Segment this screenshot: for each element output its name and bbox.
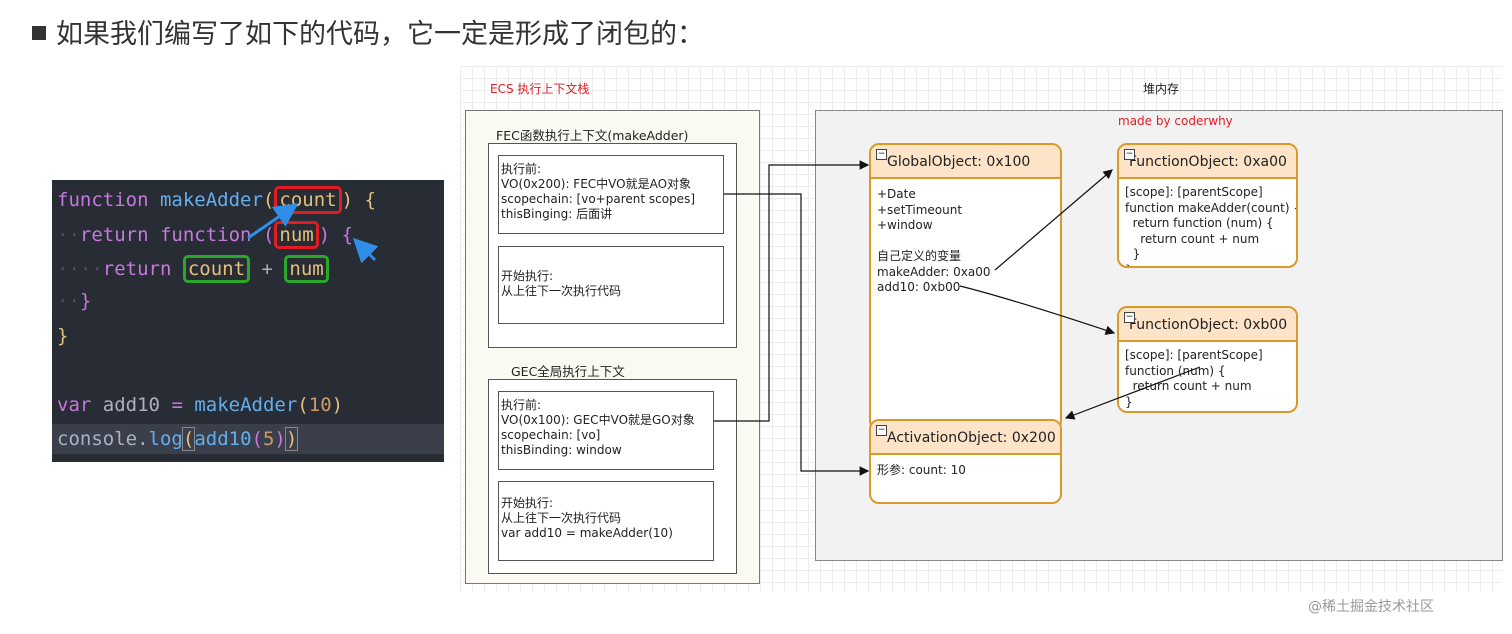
count-usage-highlight: count	[182, 255, 251, 283]
count-param-highlight: count	[274, 186, 342, 214]
function-object-a00-title: FunctionObject: 0xa00	[1129, 154, 1287, 170]
gec-title: GEC全局执行上下文	[511, 364, 625, 379]
code-token: )	[318, 224, 331, 246]
code-token: makeAdder	[159, 189, 263, 211]
bullet-square-icon	[32, 26, 46, 40]
collapse-icon[interactable]: −	[876, 149, 887, 160]
code-token: )	[274, 428, 286, 450]
ecs-stack-label: ECS 执行上下文栈	[490, 82, 590, 96]
code-token: (	[262, 189, 275, 211]
watermark: @稀土掘金技术社区	[1308, 599, 1434, 615]
code-token: {	[364, 189, 376, 211]
code-block: function makeAdder(count) { ··return fun…	[52, 180, 444, 462]
code-token: var	[57, 394, 92, 416]
collapse-icon[interactable]: −	[876, 425, 887, 436]
heading-text: 如果我们编写了如下的代码，它一定是形成了闭包的：	[56, 19, 704, 50]
page-heading: 如果我们编写了如下的代码，它一定是形成了闭包的：	[32, 12, 704, 51]
code-token: return	[102, 258, 172, 280]
num-usage-highlight: num	[284, 255, 329, 283]
code-token: (	[251, 428, 263, 450]
code-token: log	[148, 428, 183, 450]
code-token: =	[171, 394, 183, 416]
function-object-b00: −FunctionObject: 0xb00 [scope]: [parentS…	[1117, 306, 1298, 413]
global-object-body: +Date +setTimeount +window 自己定义的变量 makeA…	[877, 187, 991, 294]
code-token: (	[181, 427, 196, 451]
code-token: .	[137, 428, 149, 450]
credit-text: made by coderwhy	[1118, 114, 1233, 128]
code-line-7: console.log(add10(5))	[52, 424, 444, 454]
function-object-a00-body: [scope]: [parentScope] function makeAdde…	[1125, 185, 1296, 266]
code-token: function	[159, 224, 252, 246]
code-line-3: ····return count + num	[57, 254, 329, 284]
code-token: console	[57, 428, 138, 450]
global-object: −GlobalObject: 0x100 +Date +setTimeount …	[869, 143, 1062, 431]
code-token: add10	[102, 394, 160, 416]
code-token: (	[297, 394, 309, 416]
function-object-b00-title: FunctionObject: 0xb00	[1129, 317, 1288, 333]
code-token: makeAdder	[194, 394, 298, 416]
code-line-2: ··return function (num) {	[57, 220, 353, 250]
activation-object-title: ActivationObject: 0x200	[887, 430, 1056, 446]
code-token: return	[79, 224, 149, 246]
global-object-title: GlobalObject: 0x100	[887, 154, 1031, 170]
code-line-6: var add10 = makeAdder(10)	[57, 390, 343, 420]
code-line-5: }	[57, 321, 68, 351]
code-token: (	[262, 224, 275, 246]
code-token: add10	[194, 428, 252, 450]
code-token: )	[341, 189, 354, 211]
num-param-highlight: num	[274, 221, 319, 249]
function-object-b00-body: [scope]: [parentScope] function (num) { …	[1125, 348, 1263, 409]
code-token: )	[284, 427, 299, 451]
code-token: }	[79, 290, 92, 312]
function-object-a00: −FunctionObject: 0xa00 [scope]: [parentS…	[1117, 143, 1298, 268]
collapse-icon[interactable]: −	[1124, 149, 1135, 160]
code-token: +	[261, 258, 273, 280]
gec-before-box: 执行前: VO(0x100): GEC中VO就是GO对象 scopechain:…	[498, 391, 714, 470]
code-line-4: ··}	[57, 290, 92, 312]
code-token: )	[331, 394, 344, 416]
code-token: function	[57, 189, 149, 211]
code-token: 10	[308, 394, 332, 416]
collapse-icon[interactable]: −	[1124, 312, 1135, 323]
activation-object: −ActivationObject: 0x200 形参: count: 10	[869, 419, 1062, 504]
gec-exec-box: 开始执行: 从上往下一次执行代码 var add10 = makeAdder(1…	[498, 481, 714, 561]
code-token: {	[341, 224, 354, 246]
code-line-1: function makeAdder(count) {	[57, 185, 376, 215]
code-token: 5	[262, 428, 275, 450]
fec-exec-box: 开始执行: 从上往下一次执行代码	[498, 246, 724, 324]
code-token: }	[57, 325, 69, 347]
fec-title: FEC函数执行上下文(makeAdder)	[496, 128, 689, 143]
activation-object-body: 形参: count: 10	[877, 463, 966, 477]
heap-label: 堆内存	[1143, 82, 1180, 96]
fec-before-box: 执行前: VO(0x200): FEC中VO就是AO对象 scopechain:…	[498, 155, 724, 234]
